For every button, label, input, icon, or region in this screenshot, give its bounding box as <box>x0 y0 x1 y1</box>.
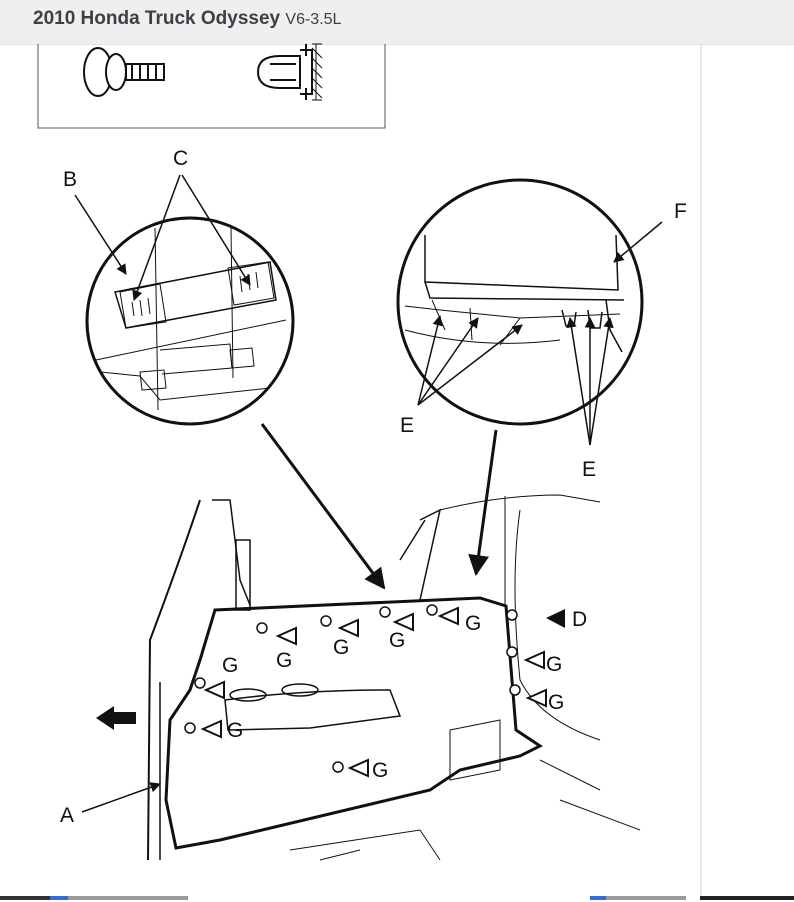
clip-markers <box>184 604 521 773</box>
page-header: 2010 Honda Truck Odyssey V6-3.5L <box>0 0 794 45</box>
callout-e-left: E <box>400 414 414 437</box>
callout-g: G <box>333 636 349 659</box>
detail-circle-left <box>85 216 295 426</box>
engine-label: V6-3.5L <box>285 11 342 28</box>
callout-g: G <box>548 691 564 714</box>
callout-g: G <box>276 649 292 672</box>
callout-g: G <box>372 759 388 782</box>
vehicle-name: 2010 Honda Truck Odyssey <box>33 8 281 29</box>
bottom-toolbar-edge <box>0 896 794 902</box>
page-title: 2010 Honda Truck Odyssey V6-3.5L <box>33 8 341 30</box>
fastener-legend-box <box>37 43 386 129</box>
leader-lines <box>74 174 663 813</box>
callout-e-right: E <box>582 458 596 481</box>
g-pointer-triangles <box>200 606 547 778</box>
callout-c: C <box>173 147 188 170</box>
screw-icon <box>83 47 165 97</box>
callout-g: G <box>222 654 238 677</box>
callout-f: F <box>674 200 687 223</box>
detail-circle-right <box>396 178 644 426</box>
callout-d: D <box>572 608 587 631</box>
callout-g: G <box>227 719 243 742</box>
callout-b: B <box>63 168 77 191</box>
forward-direction-arrow <box>96 706 136 730</box>
callout-g: G <box>389 629 405 652</box>
callout-g: G <box>546 653 562 676</box>
rear-side-trim-panel <box>147 494 641 861</box>
content-divider <box>700 44 702 902</box>
clip-icon <box>256 43 323 101</box>
callout-g: G <box>465 612 481 635</box>
pointer-d <box>546 609 565 628</box>
callout-a: A <box>60 804 74 827</box>
